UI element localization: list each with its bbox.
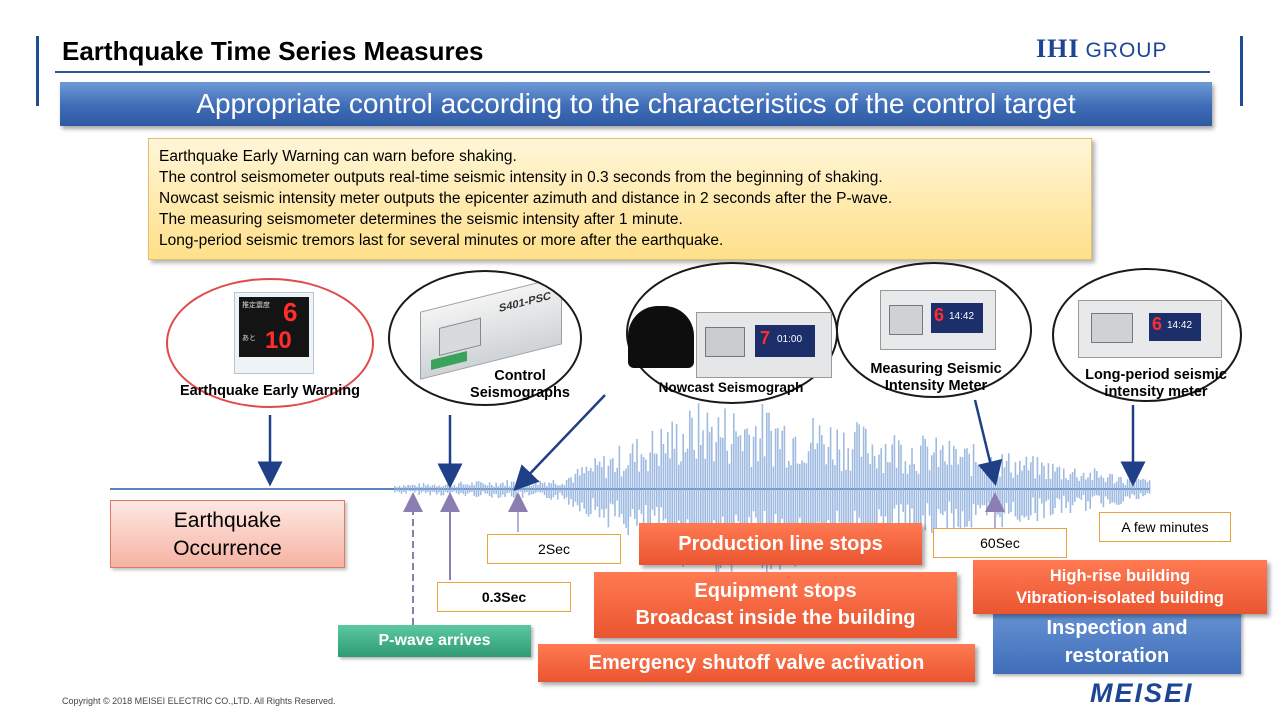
long-period-display: 6 14:42 [1149,313,1201,341]
countdown-digit: 10 [265,327,292,354]
measuring-device-image: 6 14:42 [880,290,996,350]
note-line: Earthquake Early Warning can warn before… [159,148,517,165]
right-accent-bar [1240,36,1243,106]
label-early-warning: Earthquake Early Warning [180,383,360,399]
copyright: Copyright © 2018 MEISEI ELECTRIC CO.,LTD… [62,696,336,706]
emergency-shutoff: Emergency shutoff valve activation [538,644,975,682]
label-control-seismographs: Control Seismographs [455,368,585,402]
time-0-3sec: 0.3Sec [437,582,571,612]
intensity-digit: 7 [760,328,771,348]
label-measuring: Measuring Seismic Intensity Meter [856,361,1016,395]
page-title: Earthquake Time Series Measures [62,36,484,66]
display-caption: あと [242,335,256,342]
meisei-logo: MEISEI [1090,678,1194,708]
label-nowcast: Nowcast Seismograph [658,380,804,395]
note-line: The measuring seismometer determines the… [159,211,683,228]
clock-readout: 14:42 [1167,320,1193,331]
occurrence-line: Earthquake [173,509,282,532]
label-line: Measuring Seismic [870,361,1002,377]
arrow-measuring [973,399,1003,487]
note-line: Long-period seismic tremors last for sev… [159,232,724,249]
arrow-nowcast [513,394,606,492]
inspection-line: restoration [1064,645,1170,667]
label-line: Control [494,368,546,384]
label-long-period: Long-period seismic intensity meter [1070,367,1242,401]
early-warning-circle: 推定震度 6 あと 10 [166,278,374,408]
long-period-circle: 6 14:42 [1052,268,1242,402]
time-2sec: 2Sec [487,534,621,564]
device-model: S401-PSC [499,290,551,316]
label-line: intensity meter [1104,384,1208,400]
note-line: The control seismometer outputs real-tim… [159,169,883,186]
label-line: Long-period seismic [1085,367,1227,383]
early-warning-device-image: 推定震度 6 あと 10 [234,292,314,374]
clock-readout: 14:42 [949,311,975,322]
nowcast-device-image: 7 01:00 [696,312,832,378]
highrise-line: Vibration-isolated building [1016,589,1224,607]
label-line: Intensity Meter [884,378,988,394]
time-60sec: 60Sec [933,528,1067,558]
left-accent-bar [36,36,39,106]
banner: Appropriate control according to the cha… [60,82,1212,126]
early-warning-display: 推定震度 6 あと 10 [239,297,309,357]
equipment-stops: Equipment stops Broadcast inside the bui… [594,572,957,638]
label-line: Seismographs [470,385,570,401]
long-period-device-image: 6 14:42 [1078,300,1222,358]
control-seismograph-circle: S401-PSC [388,270,582,406]
nowcast-sensor-image [628,306,694,368]
production-line-stops: Production line stops [639,523,922,565]
nowcast-display: 7 01:00 [755,325,815,357]
notes-box: Earthquake Early Warning can warn before… [148,138,1092,260]
intensity-digit: 6 [1152,314,1163,334]
brand-main: IHI [1036,34,1080,63]
printer-slot [889,305,923,335]
high-rise-building: High-rise building Vibration-isolated bu… [973,560,1267,614]
equipment-line: Equipment stops [694,580,857,602]
brand-group: GROUP [1085,39,1168,62]
inspection-line: Inspection and [1046,617,1188,639]
printer-slot [1091,313,1133,343]
clock-readout: 01:00 [777,334,803,345]
highrise-line: High-rise building [1049,567,1191,585]
inspection-restoration: Inspection and restoration [993,604,1241,674]
time-few-minutes: A few minutes [1099,512,1231,542]
intensity-digit: 6 [283,297,298,327]
measuring-display: 6 14:42 [931,303,983,333]
measuring-circle: 6 14:42 [836,262,1032,398]
earthquake-occurrence-box: Earthquake Occurrence [110,500,345,568]
equipment-line: Broadcast inside the building [635,607,916,629]
keypad [439,317,481,356]
printer-slot [705,327,745,357]
occurrence-line: Occurrence [173,537,282,560]
title-underline [55,71,1210,73]
note-line: Nowcast seismic intensity meter outputs … [159,190,893,207]
p-wave-arrives-label: P-wave arrives [338,625,531,657]
control-seismograph-device-image: S401-PSC [420,276,562,380]
intensity-digit: 6 [934,305,945,325]
display-caption: 推定震度 [242,302,270,309]
